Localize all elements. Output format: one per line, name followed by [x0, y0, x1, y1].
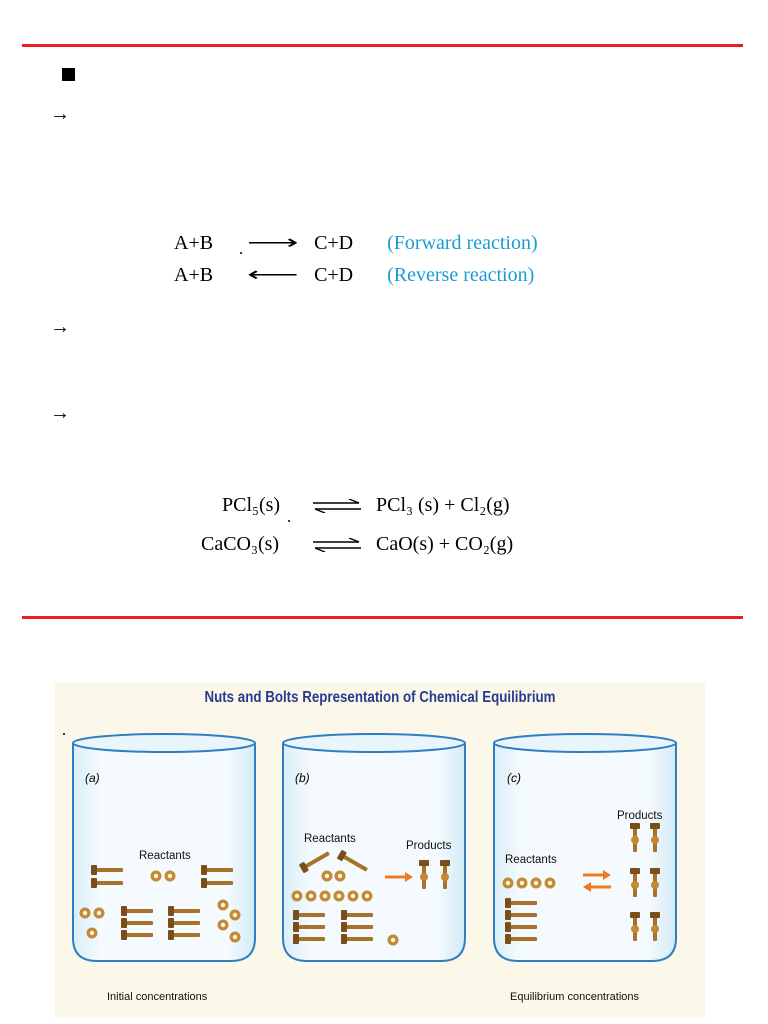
panel-c-label: (c) [507, 771, 521, 785]
forward-arrow-icon: ⟶ [247, 232, 299, 254]
equation-rhs: CaO(s) + CO₂(g) [376, 533, 514, 555]
bottom-divider [22, 616, 743, 619]
equation-rhs: PCl₃ (s) + Cl₂(g) [376, 494, 510, 516]
equation-pcl5: PCl₅(s) PCl₃ (s) + Cl₂(g) [222, 494, 510, 517]
panel-c-reactants: Reactants [505, 854, 557, 866]
equation-lhs: PCl₅(s) [222, 494, 281, 516]
top-divider [22, 44, 743, 47]
beaker-c [493, 733, 677, 962]
equation-lhs: CaCO₃(s) [201, 533, 280, 555]
beakers-illustration [72, 733, 677, 962]
reverse-arrow-icon: ⟵ [247, 264, 299, 286]
panel-a-label: (a) [85, 771, 100, 785]
equation-label: (Forward reaction) [387, 232, 538, 254]
dot-mark [288, 520, 290, 522]
equation-rhs: C+D [314, 264, 354, 286]
arrow-bullet-3: → [50, 402, 70, 424]
equation-caco3: CaCO₃(s) CaO(s) + CO₂(g) [201, 533, 513, 556]
panel-c-products: Products [617, 810, 663, 822]
equation-lhs: A+B [174, 264, 214, 286]
square-bullet-icon [62, 68, 75, 81]
beaker-a [72, 733, 256, 962]
dot-mark [63, 733, 65, 735]
nuts-bolts-figure: Nuts and Bolts Representation of Chemica… [55, 683, 705, 1018]
equilibrium-arrows-icon [313, 498, 361, 515]
panel-b-products: Products [406, 840, 452, 852]
equation-rhs: C+D [314, 232, 354, 254]
dot-mark [240, 252, 242, 254]
equation-reverse: A+B ⟵ C+D (Reverse reaction) [174, 262, 534, 287]
panel-b-reactants: Reactants [304, 833, 356, 845]
equilibrium-arrows-icon [313, 537, 361, 554]
arrow-bullet-2: → [50, 316, 70, 338]
beaker-b [282, 733, 466, 962]
equation-forward: A+B ⟶ C+D (Forward reaction) [174, 230, 538, 255]
panel-a-reactants: Reactants [139, 850, 191, 862]
equation-lhs: A+B [174, 232, 214, 254]
panel-a-caption: Initial concentrations [107, 991, 208, 1003]
figure-title: Nuts and Bolts Representation of Chemica… [204, 689, 556, 706]
arrow-bullet-1: → [50, 103, 70, 125]
panel-c-caption: Equilibrium concentrations [510, 991, 640, 1003]
panel-b-label: (b) [295, 771, 310, 785]
equation-label: (Reverse reaction) [387, 264, 535, 286]
